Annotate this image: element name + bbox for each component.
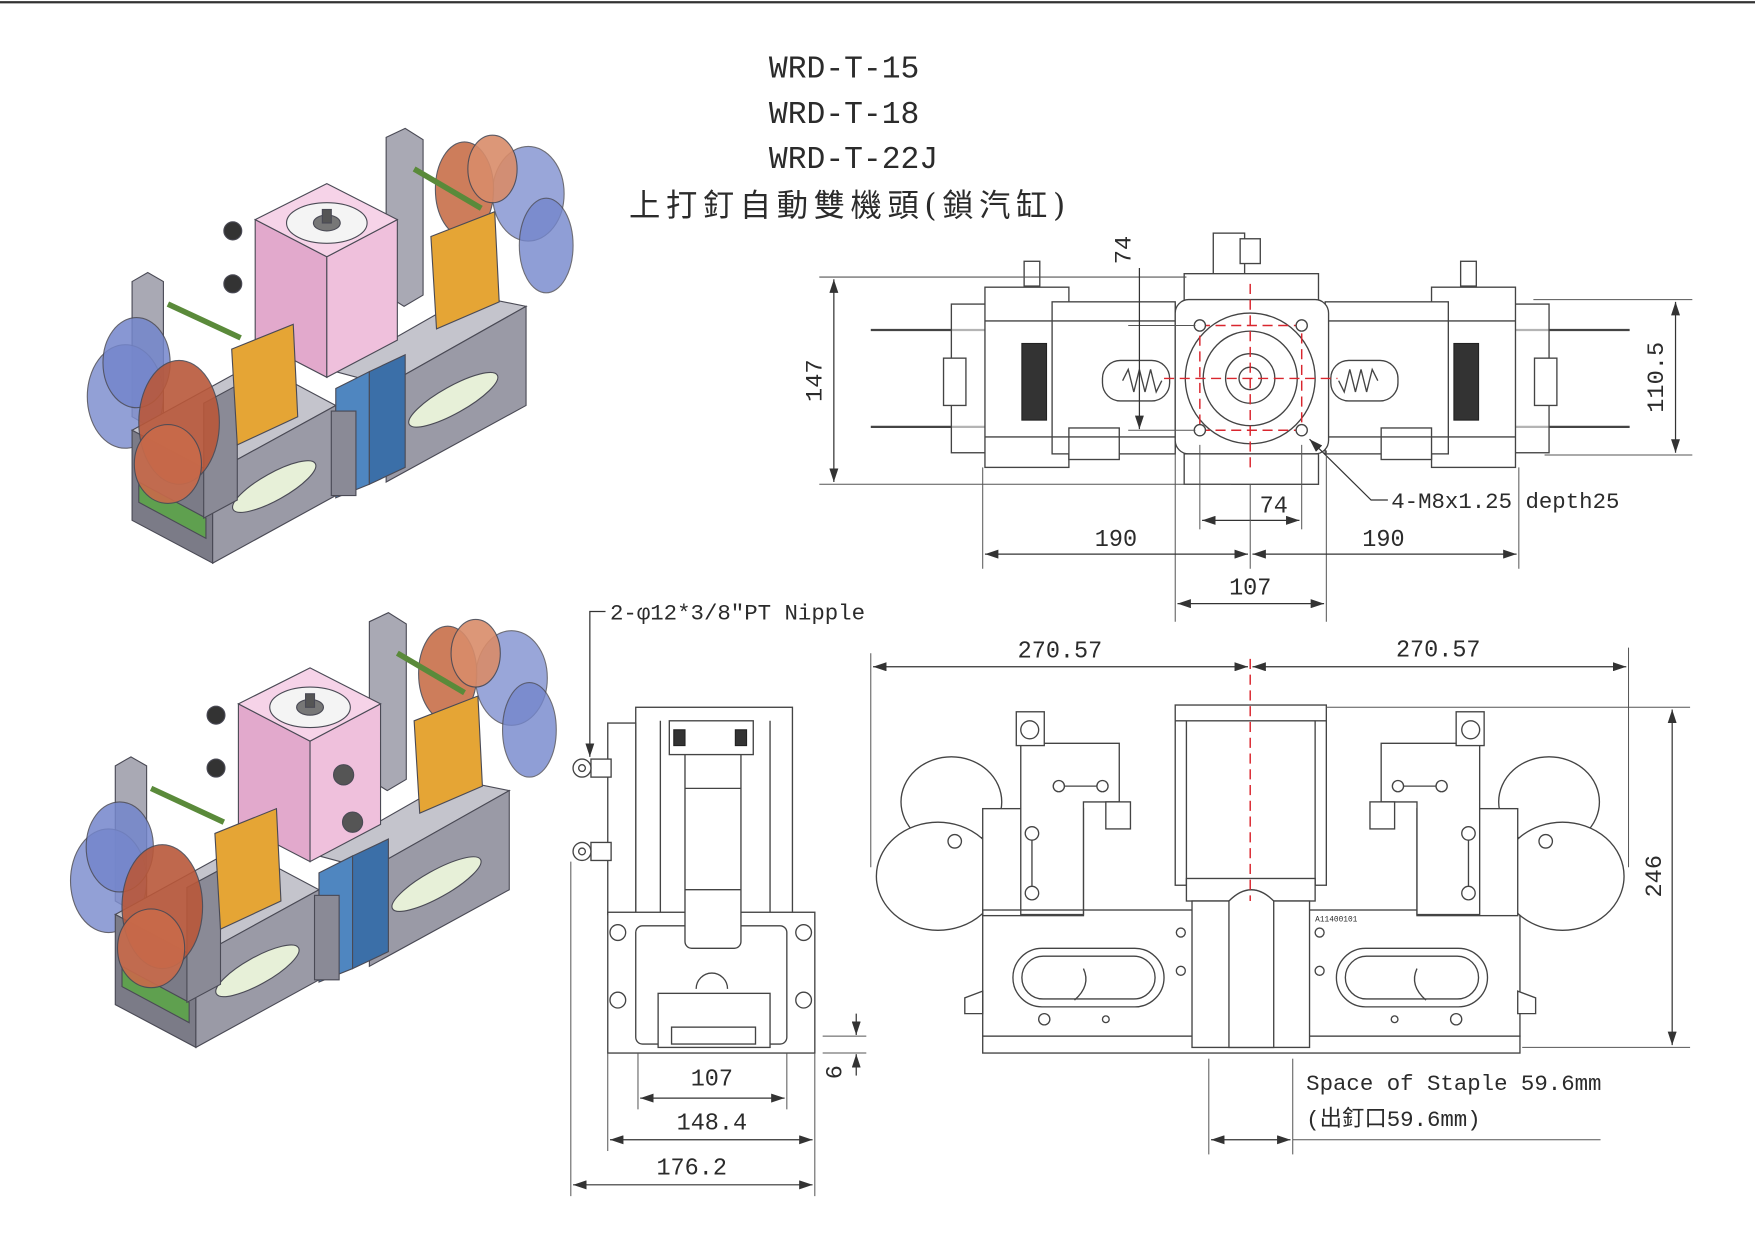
nipple-bore-2 — [577, 847, 587, 856]
nipple-bore-1 — [577, 764, 587, 773]
wing-end-block — [942, 357, 967, 407]
mount-hole-3 — [1193, 423, 1207, 437]
dim-148-4: 148.4 — [677, 1111, 747, 1138]
top-view-right-wing — [1324, 260, 1631, 469]
isometric-machine-upper — [87, 128, 573, 563]
housing-bracket — [1183, 273, 1320, 304]
model-name-3: WRD-T-22J — [769, 143, 938, 178]
side-left-parts — [607, 722, 637, 916]
iso-front-fitting-1 — [332, 764, 355, 786]
side-top-block — [668, 720, 754, 756]
slot-oval-inner — [1021, 955, 1156, 1000]
dim-110-5: 110.5 — [1644, 342, 1671, 413]
part-label: A11400101 — [1315, 915, 1358, 924]
plate-bolt-2 — [1096, 779, 1109, 793]
wing-spring — [1122, 367, 1163, 394]
base-screw-2 — [1101, 1015, 1110, 1024]
thread-leader — [1309, 438, 1388, 501]
dim-190-right: 190 — [1362, 527, 1404, 554]
dim-74-horizontal: 74 — [1260, 493, 1288, 520]
front-view: A11400101 270.57 270.57 246 Space of Sta… — [870, 638, 1691, 1155]
side-center-column — [684, 722, 742, 949]
nipple-leader — [585, 610, 606, 757]
drawing-subtitle: 上打釘自動雙機頭(鎖汽缸) — [629, 188, 1071, 224]
dim-6: 6 — [823, 1065, 850, 1079]
side-bolt-1 — [609, 923, 627, 942]
plate-bolt-4 — [1024, 885, 1040, 901]
mount-hole-2 — [1295, 319, 1308, 332]
model-name-1: WRD-T-15 — [769, 53, 919, 88]
side-bolt-2 — [609, 991, 627, 1009]
side-bolt-3 — [795, 923, 813, 942]
side-bottom-slot — [670, 1026, 757, 1045]
slot-curve — [1074, 968, 1087, 1001]
wing-top-bolt — [1023, 260, 1041, 287]
top-view-dimensions: 147 110.5 74 74 4-M8x1.25 depth25 190 19 — [802, 236, 1693, 622]
dim-107: 107 — [1229, 576, 1271, 603]
base-screw-1 — [1038, 1012, 1051, 1026]
base-screw-4 — [1175, 965, 1186, 977]
side-view: 2-φ12*3/8"PT Nipple 107 148.4 176.2 6 — [570, 600, 867, 1197]
housing-lower — [1183, 453, 1320, 485]
front-view-right-assembly — [1314, 711, 1625, 1026]
base-screw-3 — [1175, 927, 1186, 938]
nipple-fitting-1 — [572, 758, 592, 778]
isometric-machine-lower — [71, 613, 557, 1048]
side-semicircle-guide — [695, 972, 729, 989]
wing-clamp — [1021, 342, 1048, 421]
dim-74-vertical: 74 — [1111, 236, 1138, 264]
isometric-view-bottom — [71, 613, 557, 1048]
coil-spring-block — [1105, 801, 1132, 830]
staple-coil-lower — [875, 821, 1001, 931]
thread-note: 4-M8x1.25 depth25 — [1391, 489, 1619, 515]
nipple-note: 2-φ12*3/8"PT Nipple — [610, 600, 865, 626]
mount-hole-1 — [1193, 319, 1207, 332]
mount-hole-4 — [1295, 423, 1308, 437]
side-top-dark-1 — [673, 729, 686, 747]
assembly-tower-knob — [1020, 720, 1040, 740]
dim-190-left: 190 — [1095, 527, 1137, 554]
slot-oval — [1012, 947, 1165, 1008]
top-view-center-housing — [1164, 232, 1338, 485]
dim-270-57-right: 270.57 — [1396, 638, 1481, 665]
wing-bottom-fitting — [1068, 427, 1120, 461]
dim-246: 246 — [1642, 855, 1669, 898]
title-block: WRD-T-15 WRD-T-18 WRD-T-22J 上打釘自動雙機頭(鎖汽缸… — [629, 53, 1071, 225]
coil-hook — [947, 833, 963, 849]
nipple-fitting-2 — [572, 841, 592, 862]
dim-147: 147 — [802, 359, 829, 402]
isometric-view-top — [87, 128, 573, 563]
nipple-body-2 — [590, 841, 612, 862]
driver-channel — [1228, 889, 1275, 1049]
side-top-dark-2 — [734, 729, 748, 747]
dim-107-side: 107 — [691, 1067, 733, 1094]
air-fitting-elbow — [1239, 238, 1261, 265]
dim-176-2: 176.2 — [656, 1156, 726, 1183]
plate-bolt-1 — [1052, 779, 1066, 793]
plate-bolt-3 — [1024, 825, 1040, 841]
top-view-left-wing — [870, 260, 1176, 469]
model-name-2: WRD-T-18 — [769, 98, 919, 133]
side-bolt-4 — [795, 991, 813, 1009]
nipple-body-1 — [590, 758, 612, 778]
front-view-left-assembly — [875, 711, 1186, 1026]
top-view: 147 110.5 74 74 4-M8x1.25 depth25 190 19 — [802, 232, 1693, 622]
staple-space-note: Space of Staple 59.6mm — [1306, 1071, 1601, 1097]
base-flange — [964, 990, 984, 1015]
staple-space-note-cn: (出釘口59.6mm) — [1306, 1106, 1480, 1133]
dim-270-57-left: 270.57 — [1018, 639, 1103, 666]
iso-front-fitting-2 — [341, 811, 364, 833]
